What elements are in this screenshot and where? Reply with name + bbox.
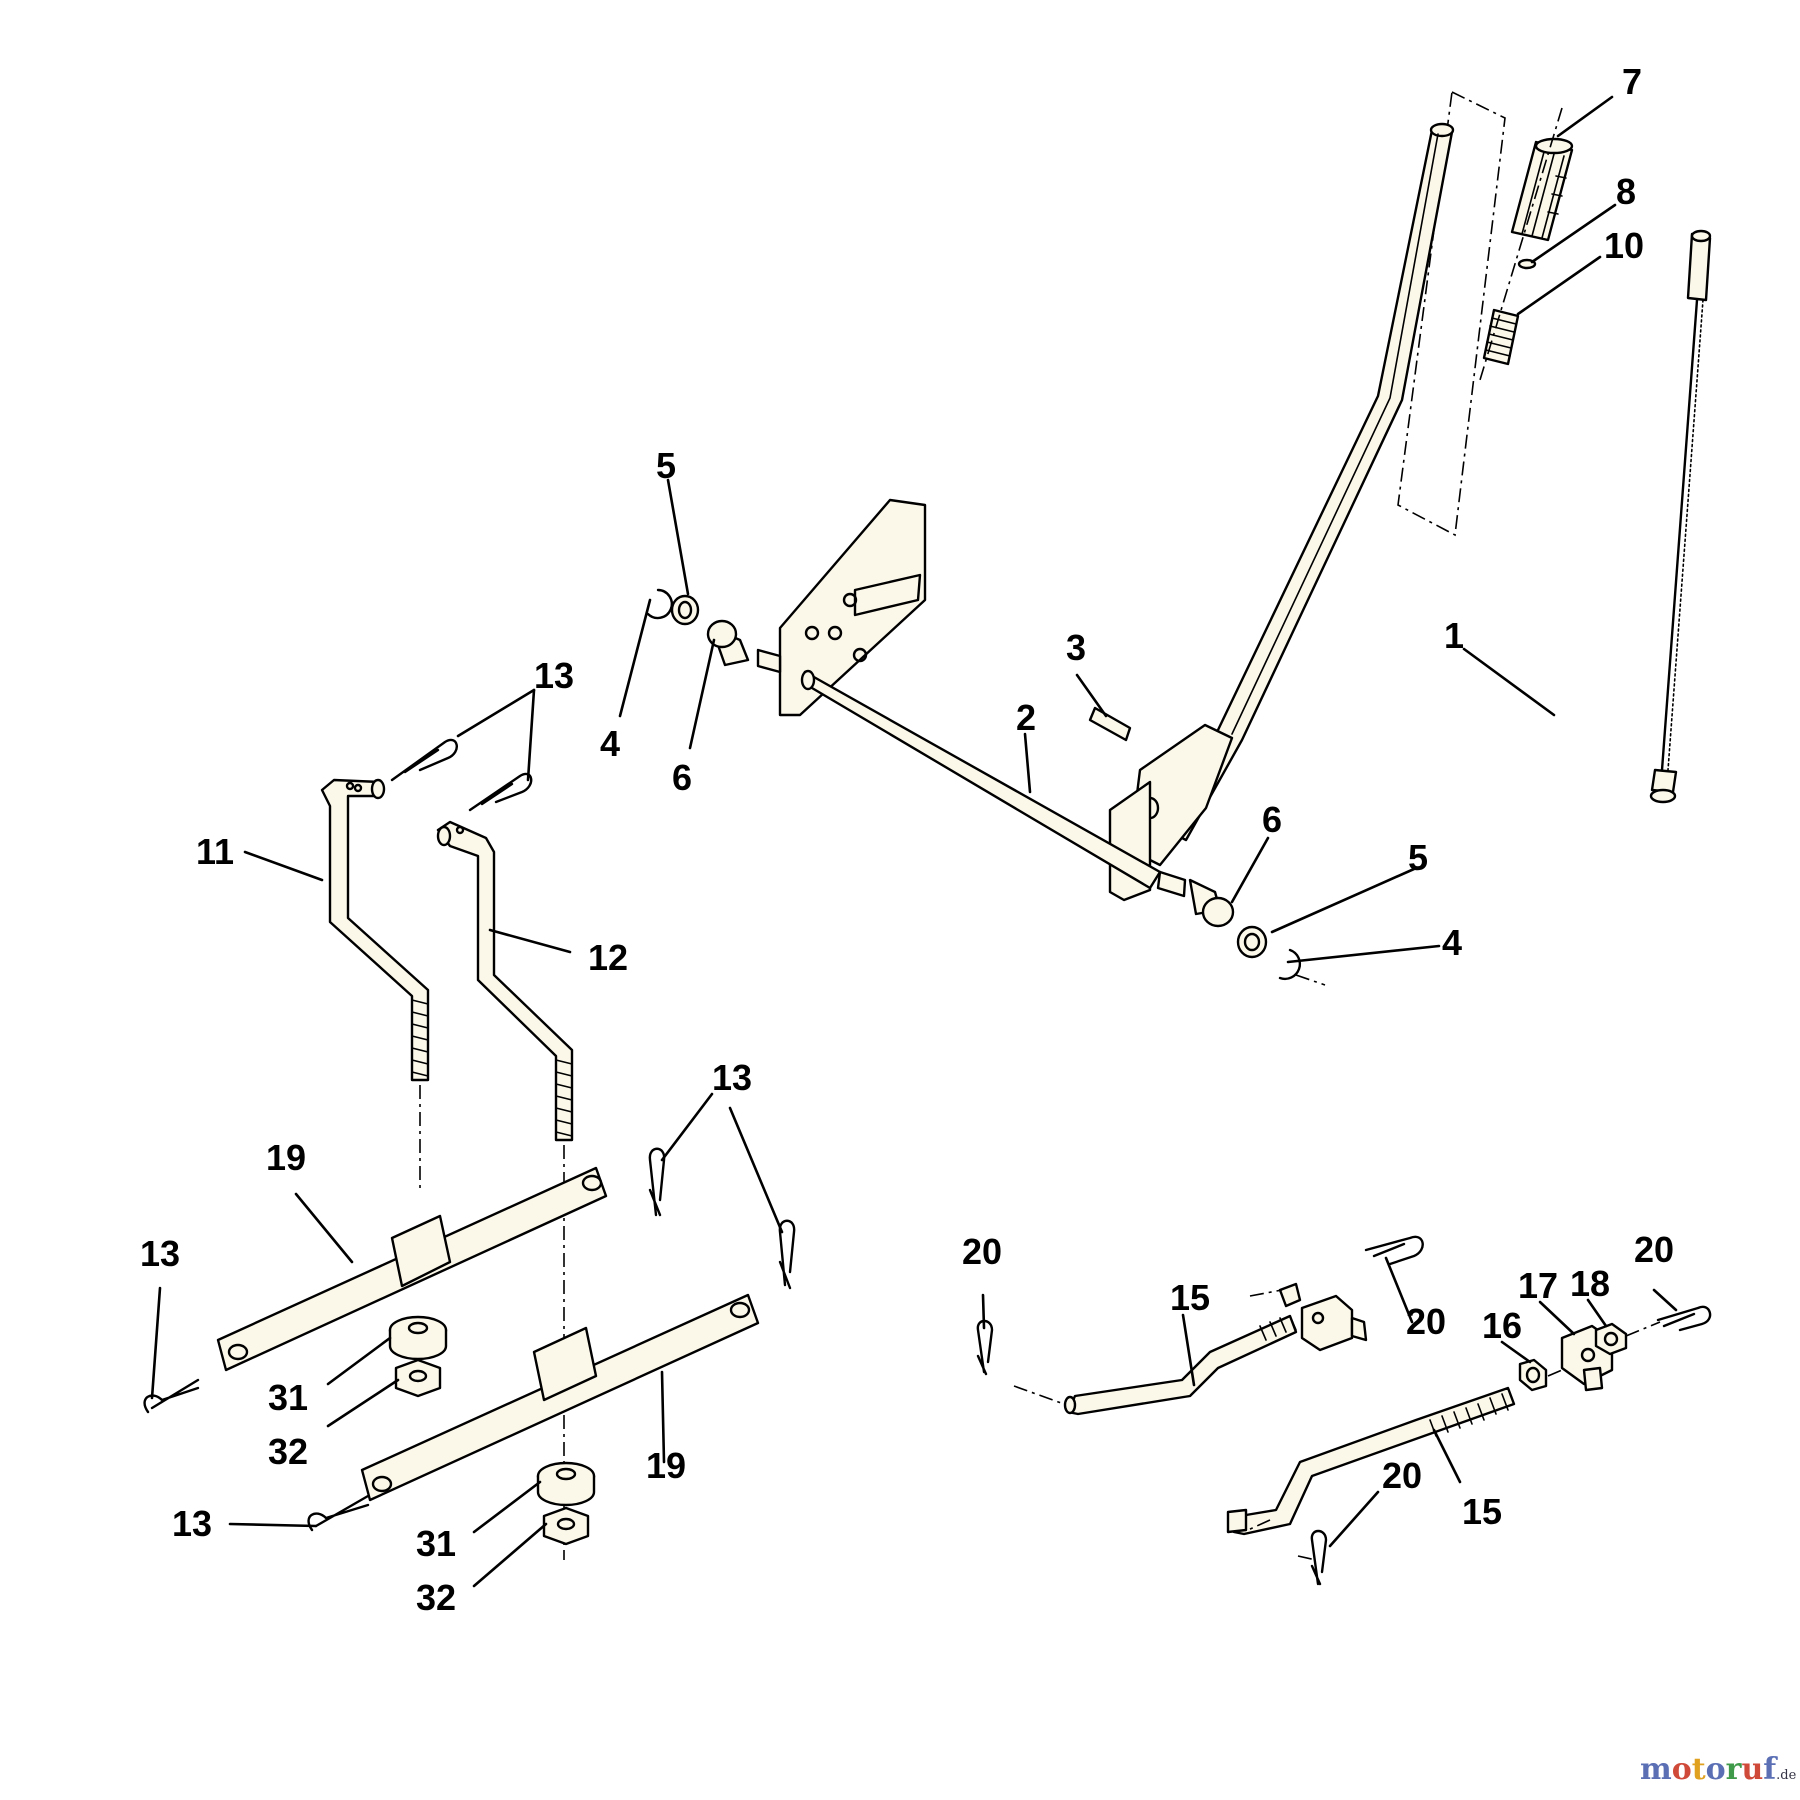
callout-7: 7 [1622, 61, 1642, 102]
callout-15-upper: 15 [1170, 1277, 1210, 1318]
callout-2: 2 [1016, 697, 1036, 738]
callout-20-left: 20 [962, 1231, 1002, 1272]
part-32-nut-lower [542, 1506, 590, 1546]
part-1-lift-cable [1649, 229, 1712, 804]
part-7-handle-grip [1510, 137, 1574, 242]
callout-20-lower: 20 [1382, 1455, 1422, 1496]
callout-19-lower: 19 [646, 1445, 686, 1486]
part-13-clip-left [143, 1378, 200, 1414]
part-4-clip-right [1278, 948, 1326, 986]
trunnion-axis [1547, 1321, 1661, 1377]
callout-4-right: 4 [1442, 922, 1462, 963]
part-5-washer-left [670, 594, 700, 626]
callout-labels: 7 8 10 1 3 2 5 4 6 6 5 4 13 11 12 13 19 … [140, 61, 1674, 1618]
part-13-clip-top-a [390, 738, 458, 782]
callout-6-right: 6 [1262, 799, 1282, 840]
watermark-letter: u [1741, 1752, 1764, 1787]
grip-boundary-outline [1397, 90, 1506, 537]
part-13-clip-mid-a [648, 1147, 666, 1217]
part-20-clip-right [1656, 1305, 1712, 1332]
watermark-letter: t [1691, 1752, 1706, 1787]
part-20-clip-lower [1297, 1529, 1328, 1586]
part-11-lift-link [320, 778, 430, 1082]
trunnion-block-upper [1249, 1282, 1368, 1352]
part-18-nut [1594, 1322, 1628, 1356]
watermark-letter: m [1640, 1752, 1672, 1787]
part-13-clip-mid-b [778, 1219, 796, 1290]
part-4-clip-left [646, 588, 673, 620]
part-13-clip-bottom [307, 1494, 370, 1532]
part-5-washer-right [1236, 925, 1268, 959]
watermark-logo: motoruf.de [1640, 1752, 1796, 1787]
callout-10: 10 [1604, 225, 1644, 266]
mounting-plate [778, 498, 927, 717]
callout-13-bottom: 13 [172, 1503, 212, 1544]
callout-leaders [150, 95, 1678, 1588]
callout-13-top: 13 [534, 655, 574, 696]
callout-32-right: 32 [416, 1577, 456, 1618]
callout-19-upper: 19 [266, 1137, 306, 1178]
watermark-letter: r [1725, 1752, 1742, 1787]
part-31-spacer-upper [388, 1315, 448, 1361]
part-15-adjust-rod-upper [1013, 1314, 1298, 1416]
callout-3: 3 [1066, 627, 1086, 668]
callout-4-left: 4 [600, 723, 620, 764]
callout-11: 11 [196, 831, 234, 872]
grip-assembly-axis [1479, 107, 1563, 381]
callout-20-right: 20 [1634, 1229, 1674, 1270]
lift-lever-arm [1108, 122, 1455, 902]
callout-1: 1 [1444, 615, 1464, 656]
callout-12: 12 [588, 937, 628, 978]
part-16-nut [1518, 1358, 1548, 1392]
watermark-letter: f [1763, 1752, 1777, 1787]
callout-18: 18 [1570, 1263, 1610, 1304]
callout-13-left: 13 [140, 1233, 180, 1274]
part-19-lift-arm-lower [360, 1293, 760, 1502]
part-20-clip-left [976, 1319, 994, 1376]
callout-15-lower: 15 [1462, 1491, 1502, 1532]
watermark-letter: o [1671, 1752, 1692, 1787]
watermark-letter: o [1705, 1752, 1726, 1787]
callout-32-left: 32 [268, 1431, 308, 1472]
part-10-spring [1482, 308, 1520, 366]
part-13-clip-top-b [468, 772, 533, 812]
callout-6-left: 6 [672, 757, 692, 798]
part-32-nut-upper [394, 1358, 442, 1398]
part-6-bushing-right [1188, 878, 1235, 928]
watermark-suffix: .de [1776, 1768, 1797, 1783]
part-3-roll-pin [1088, 706, 1132, 742]
part-31-spacer-lower [536, 1461, 596, 1507]
part-2-cross-shaft [756, 648, 1187, 898]
part-19-lift-arm-upper [216, 1166, 608, 1372]
callout-31-right: 31 [416, 1523, 456, 1564]
callout-17: 17 [1518, 1265, 1558, 1306]
callout-8: 8 [1616, 171, 1636, 212]
part-20-clip-upper [1364, 1235, 1424, 1266]
callout-31-left: 31 [268, 1377, 308, 1418]
callout-20-upper: 20 [1406, 1301, 1446, 1342]
part-15-adjust-rod-lower [1226, 1386, 1516, 1536]
part-12-lift-link [436, 820, 574, 1142]
callout-13-mid: 13 [712, 1057, 752, 1098]
callout-5-right: 5 [1408, 837, 1428, 878]
callout-16: 16 [1482, 1305, 1522, 1346]
callout-5-left: 5 [656, 445, 676, 486]
